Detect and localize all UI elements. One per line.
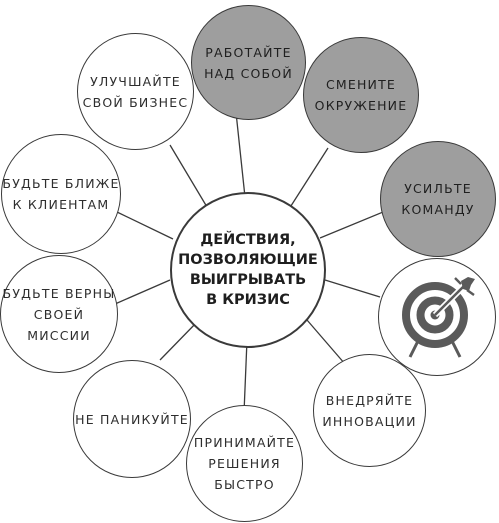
node-improve-business: УЛУЧШАЙТЕ СВОЙ БИЗНЕС	[77, 33, 194, 150]
node-be-true-to-mission: БУДЬТЕ ВЕРНЫ СВОЕЙ МИССИИ	[0, 255, 118, 373]
node-label: ВНЕДРЯЙТЕ ИННОВАЦИИ	[322, 392, 417, 429]
center-label: ДЕЙСТВИЯ, ПОЗВОЛЯЮЩИЕ ВЫИГРЫВАТЬ В КРИЗИ…	[178, 232, 318, 308]
node-dont-panic: НЕ ПАНИКУЙТЕ	[73, 360, 191, 478]
node-implement-innovations: ВНЕДРЯЙТЕ ИННОВАЦИИ	[313, 354, 426, 467]
node-change-environment: СМЕНИТЕ ОКРУЖЕНИЕ	[303, 37, 419, 153]
connector-line	[306, 319, 346, 365]
node-target-icon	[378, 258, 496, 376]
connector-line	[324, 279, 381, 298]
node-label: УЛУЧШАЙТЕ СВОЙ БИЗНЕС	[82, 73, 189, 110]
connector-line	[159, 320, 199, 361]
node-decide-quickly: ПРИНИМАЙТЕ РЕШЕНИЯ БЫСТРО	[186, 405, 303, 522]
connector-line	[116, 211, 174, 240]
connector-line	[243, 339, 248, 414]
node-work-on-yourself: РАБОТАЙТЕ НАД СОБОЙ	[191, 5, 306, 120]
node-label: РАБОТАЙТЕ НАД СОБОЙ	[204, 44, 293, 81]
node-strengthen-team: УСИЛЬТЕ КОМАНДУ	[380, 141, 496, 257]
node-label: БУДЬТЕ БЛИЖЕ К КЛИЕНТАМ	[2, 176, 120, 212]
connector-line	[114, 279, 171, 305]
node-label: НЕ ПАНИКУЙТЕ	[75, 411, 189, 427]
connector-line	[288, 147, 329, 210]
center-node: ДЕЙСТВИЯ, ПОЗВОЛЯЮЩИЕ ВЫИГРЫВАТЬ В КРИЗИ…	[170, 192, 326, 348]
node-label: ПРИНИМАЙТЕ РЕШЕНИЯ БЫСТРО	[193, 435, 296, 492]
connector-line	[169, 144, 208, 208]
node-be-closer-to-clients: БУДЬТЕ БЛИЖЕ К КЛИЕНТАМ	[1, 134, 121, 254]
target-with-arrow-icon	[402, 277, 475, 358]
node-label: БУДЬТЕ ВЕРНЫ СВОЕЙ МИССИИ	[2, 285, 116, 343]
connector-line	[319, 211, 384, 239]
node-label: УСИЛЬТЕ КОМАНДУ	[401, 181, 475, 217]
node-label: СМЕНИТЕ ОКРУЖЕНИЕ	[314, 77, 408, 113]
